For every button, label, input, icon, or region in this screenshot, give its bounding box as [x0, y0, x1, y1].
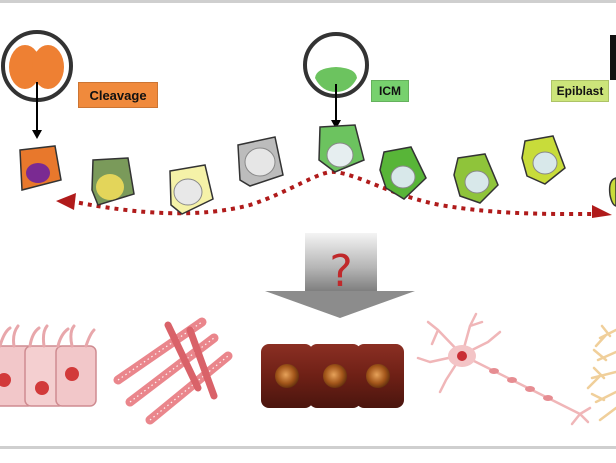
stem-cell-icon: [453, 153, 499, 204]
epiblast-icon: [610, 35, 616, 80]
stem-cell-icon: [318, 124, 365, 173]
stem-cell-sequence: [19, 124, 616, 215]
neuron-icon: [416, 312, 592, 426]
stem-cell-icon: [169, 164, 214, 215]
stem-cell-icon: [608, 177, 616, 207]
left-arrowhead-icon: [56, 193, 76, 210]
stem-cell-icon: [19, 145, 62, 191]
cleavage-label: Cleavage: [78, 82, 158, 108]
stem-cell-icon: [521, 135, 566, 185]
hepatocytes-icon: [261, 344, 404, 408]
top-frame-line: [0, 0, 616, 3]
down-arrow-icon: [265, 233, 415, 318]
cleavage-embryo-icon: [1, 30, 73, 139]
epithelial-cells-icon: [0, 324, 97, 407]
right-arrowhead-icon: [592, 205, 612, 218]
question-mark: ?: [329, 246, 352, 297]
stem-cell-icon: [91, 157, 135, 206]
stem-cell-icon: [237, 136, 284, 187]
differentiation-path: [56, 169, 612, 218]
epiblast-label: Epiblast: [551, 80, 609, 102]
icm-label: ICM: [371, 80, 409, 102]
stem-cell-icon: [379, 146, 427, 200]
muscle-fibers-icon: [113, 317, 233, 425]
blastocyst-icm-icon: [303, 32, 369, 129]
dendritic-cell-icon: [586, 324, 616, 422]
bottom-frame-line: [0, 446, 616, 449]
